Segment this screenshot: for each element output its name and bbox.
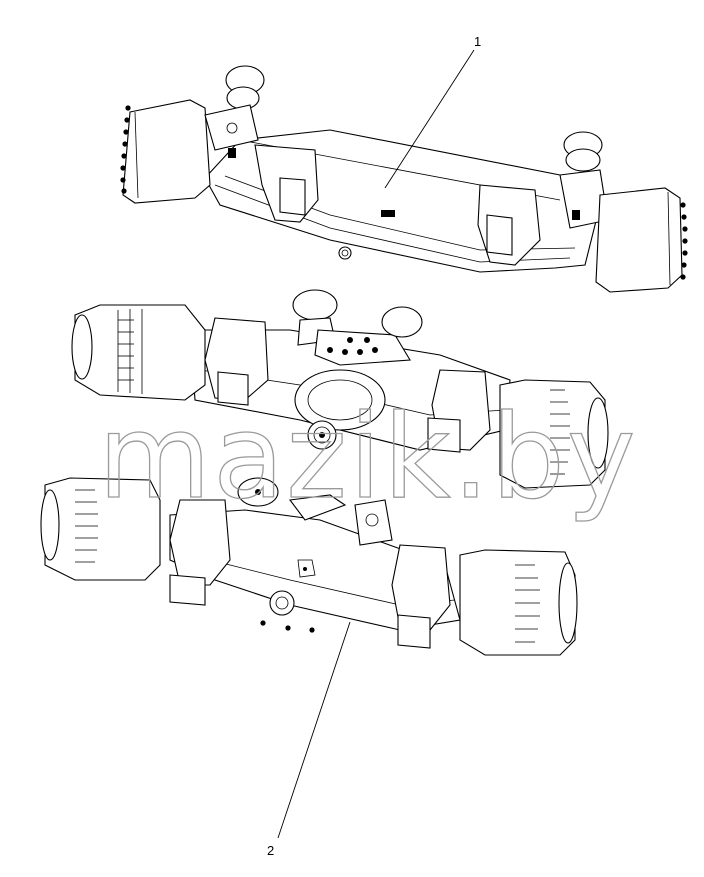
middle-drive-axle [71,289,609,489]
rear-drive-axle [40,477,578,656]
leader-line-1 [384,49,475,189]
callout-2: 2 [267,843,274,858]
leader-line-2 [277,621,351,839]
watermark-text: mazik.by [98,390,638,525]
callout-1: 1 [474,34,481,49]
front-steer-axle [120,65,688,293]
